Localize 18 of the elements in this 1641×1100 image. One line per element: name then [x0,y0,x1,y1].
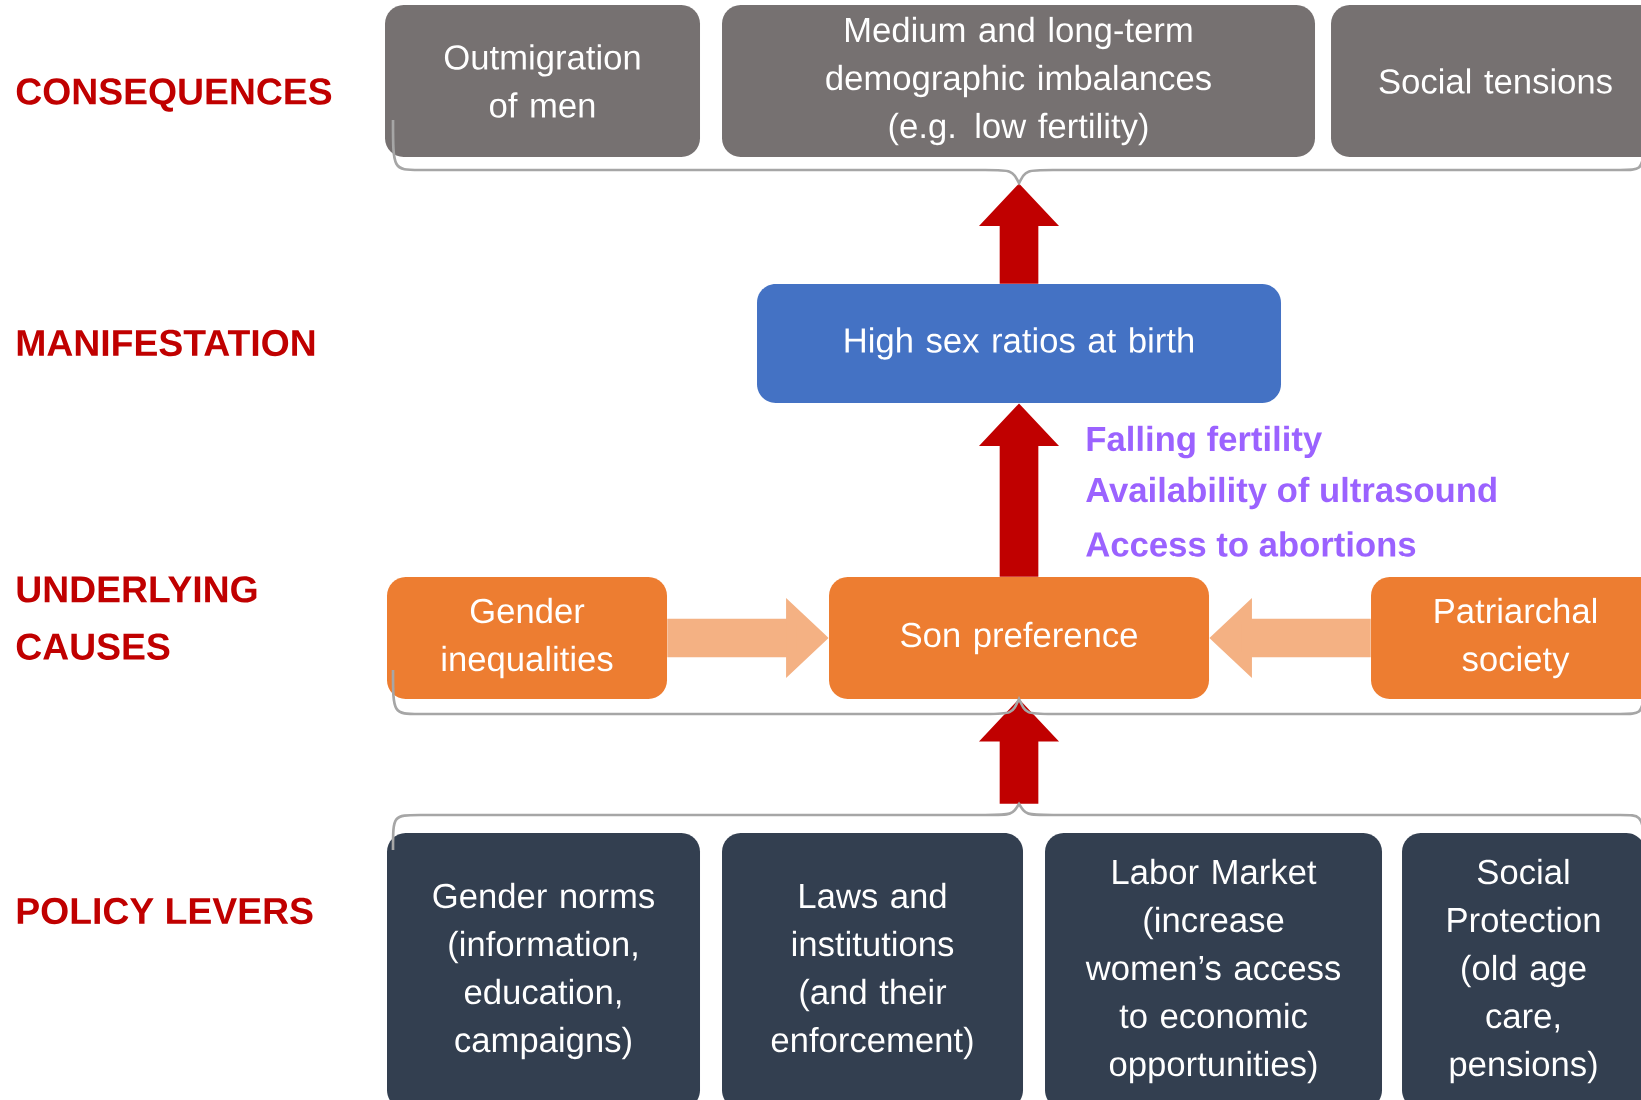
policy-box: Laws and institutions (and their enforcement) [722,833,1023,1100]
cause-box: Gender inequalities [387,577,667,699]
row-heading: POLICY LEVERS [17,897,313,925]
policy-box: Labor Market (increase women’s access to economic opportunities) [1045,833,1382,1100]
manifestation-box: High sex ratios at birth [757,284,1281,403]
cause-box: Son preference [829,577,1209,699]
row-heading: UNDERLYING CAUSES [16,576,257,660]
policy-box: Social Protection (old age care, pensions) [1402,833,1641,1100]
row-heading: MANIFESTATION [17,329,315,357]
consequence-box: Outmigration of men [385,5,700,157]
cause-box: Patriarchal society [1371,577,1641,699]
consequence-box: Medium and long-term demographic imbalances (e.g. low fertility) [722,5,1315,157]
bracket [391,802,1641,851]
policy-box: Gender norms (information, education, campaigns) [387,833,700,1100]
row-heading: CONSEQUENCES [16,78,332,112]
factor-text: Availability of ultrasound [1086,476,1496,510]
factor-text: Access to abortions [1086,531,1416,557]
consequence-box: Social tensions [1331,5,1641,157]
